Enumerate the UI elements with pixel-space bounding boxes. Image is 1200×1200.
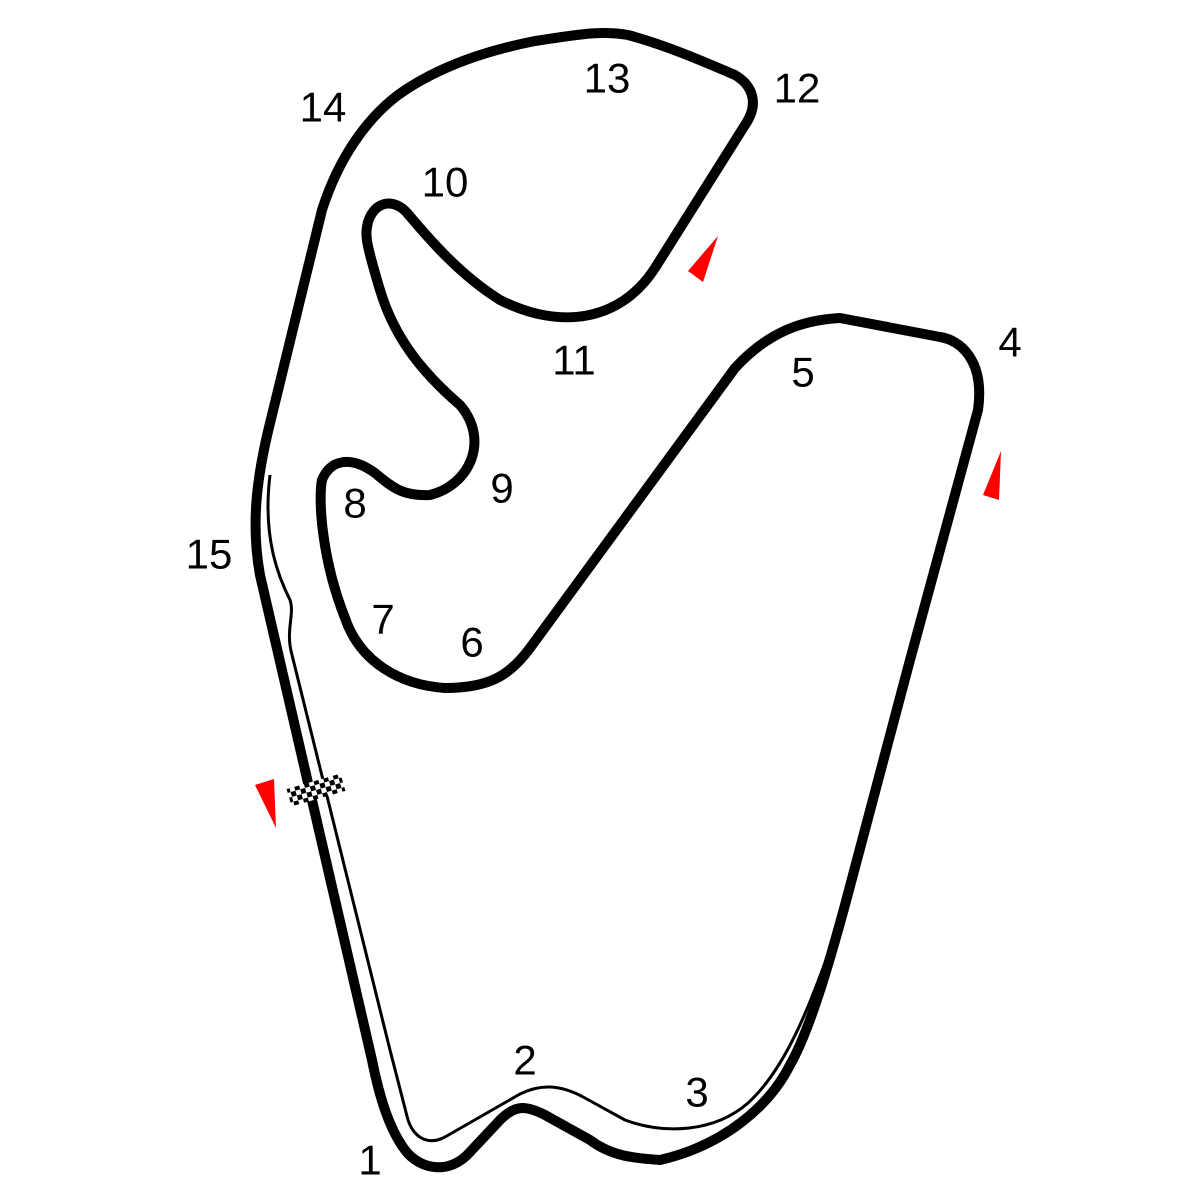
- turn-6-label: 6: [460, 619, 483, 666]
- turn-9-label: 9: [490, 465, 513, 512]
- turn-5-label: 5: [791, 349, 814, 396]
- turn-8-label: 8: [343, 480, 366, 527]
- direction-arrow-icon: [983, 451, 1001, 500]
- direction-arrow-icon: [688, 236, 718, 282]
- turn-15-label: 15: [186, 531, 233, 578]
- turn-10-label: 10: [422, 159, 469, 206]
- turn-13-label: 13: [584, 55, 631, 102]
- turn-4-label: 4: [998, 319, 1021, 366]
- turn-1-label: 1: [358, 1137, 381, 1184]
- direction-arrow-icon: [255, 779, 276, 828]
- turn-3-label: 3: [685, 1069, 708, 1116]
- pit-lane: [266, 474, 837, 1143]
- turn-12-label: 12: [774, 65, 821, 112]
- turn-7-label: 7: [371, 596, 394, 643]
- checkered-flag-icon: [286, 773, 346, 807]
- turn-11-label: 11: [552, 337, 596, 384]
- circuit-track: [250, 27, 985, 1173]
- turn-2-label: 2: [513, 1037, 536, 1084]
- turn-14-label: 14: [300, 84, 347, 131]
